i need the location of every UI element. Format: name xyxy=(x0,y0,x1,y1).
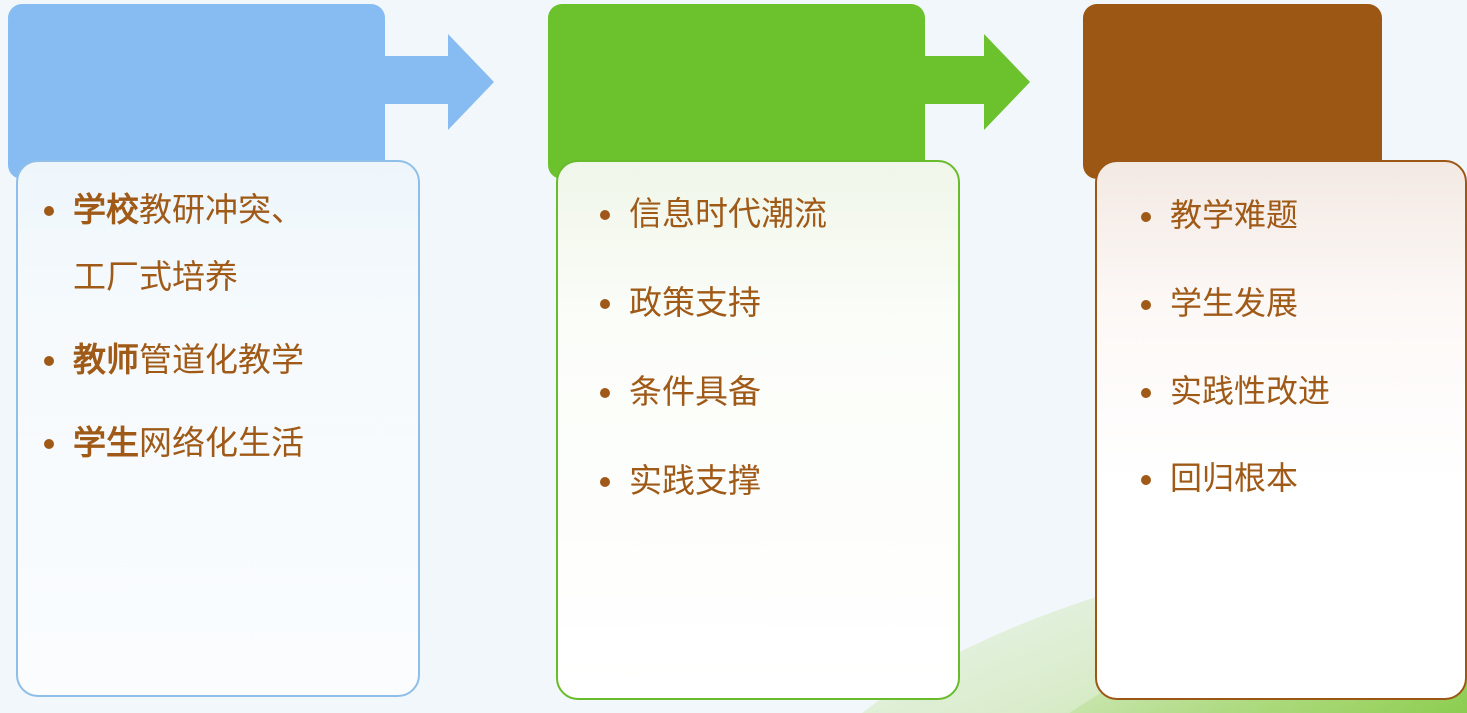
list-item: 学生发展 xyxy=(1141,283,1451,322)
list-item: 信息时代潮流 xyxy=(600,194,944,233)
bullet-text: 政策支持 xyxy=(629,282,761,322)
bullet-rest: 网络化生活 xyxy=(139,422,304,462)
bullet-dot-icon xyxy=(1141,299,1151,310)
bullet-emphasis: 教师 xyxy=(73,339,139,379)
bullet-dot-icon xyxy=(44,355,54,366)
bullet-dot-icon xyxy=(44,438,54,449)
bullet-list-tactics: 教学难题 学生发展 实践性改进 回归根本 xyxy=(1097,162,1465,549)
bullet-rest: 教研冲突、 xyxy=(139,190,304,229)
bullet-dot-icon xyxy=(1141,212,1151,222)
list-item: 条件具备 xyxy=(600,371,944,411)
bullet-dot-icon xyxy=(1141,475,1151,486)
bullet-text: 回归根本 xyxy=(1170,459,1299,498)
header-box-cause xyxy=(8,4,385,179)
list-item: 政策支持 xyxy=(600,282,944,322)
bullet-text: 条件具备 xyxy=(629,371,761,411)
card-situation: 信息时代潮流 政策支持 条件具备 实践支撑 xyxy=(556,160,960,700)
list-item: 学生网络化生活 xyxy=(44,422,404,462)
bullet-emphasis: 学生 xyxy=(73,422,139,462)
header-box-tactics xyxy=(1083,4,1382,179)
bullet-text: 学校教研冲突、 工厂式培养 xyxy=(73,190,304,296)
bullet-dot-icon xyxy=(600,210,610,220)
arrow-cause-to-situation-icon xyxy=(362,34,494,134)
list-item: 教学难题 xyxy=(1141,196,1451,234)
bullet-text: 学生网络化生活 xyxy=(73,422,304,462)
list-item: 回归根本 xyxy=(1141,461,1451,497)
bullet-second-line: 工厂式培养 xyxy=(73,256,238,296)
list-item: 学校教研冲突、 工厂式培养 xyxy=(44,190,404,296)
bullet-list-situation: 信息时代潮流 政策支持 条件具备 实践支撑 xyxy=(558,162,958,552)
bullet-dot-icon xyxy=(44,206,54,216)
card-cause: 学校教研冲突、 工厂式培养 教师管道化教学 学生网络化生活 xyxy=(16,160,420,697)
bullet-text: 实践性改进 xyxy=(1170,371,1331,410)
bullet-rest: 管道化教学 xyxy=(139,339,304,379)
bullet-text: 信息时代潮流 xyxy=(629,194,827,233)
bullet-list-cause: 学校教研冲突、 工厂式培养 教师管道化教学 学生网络化生活 xyxy=(18,162,418,508)
bullet-text: 学生发展 xyxy=(1170,283,1299,322)
list-item: 实践支撑 xyxy=(600,460,944,500)
bullet-dot-icon xyxy=(600,387,610,398)
bullet-dot-icon xyxy=(600,476,610,487)
bullet-text: 教师管道化教学 xyxy=(73,339,304,379)
list-item: 教师管道化教学 xyxy=(44,339,404,379)
list-item: 实践性改进 xyxy=(1141,371,1451,410)
bullet-dot-icon xyxy=(1141,387,1151,398)
bullet-text: 教学难题 xyxy=(1170,196,1299,234)
bullet-dot-icon xyxy=(600,298,610,309)
card-tactics: 教学难题 学生发展 实践性改进 回归根本 xyxy=(1095,160,1467,700)
bullet-text: 实践支撑 xyxy=(629,460,761,500)
arrow-situation-to-tactics-icon xyxy=(898,34,1030,134)
bullet-emphasis: 学校 xyxy=(73,190,139,229)
header-box-situation xyxy=(548,4,925,179)
